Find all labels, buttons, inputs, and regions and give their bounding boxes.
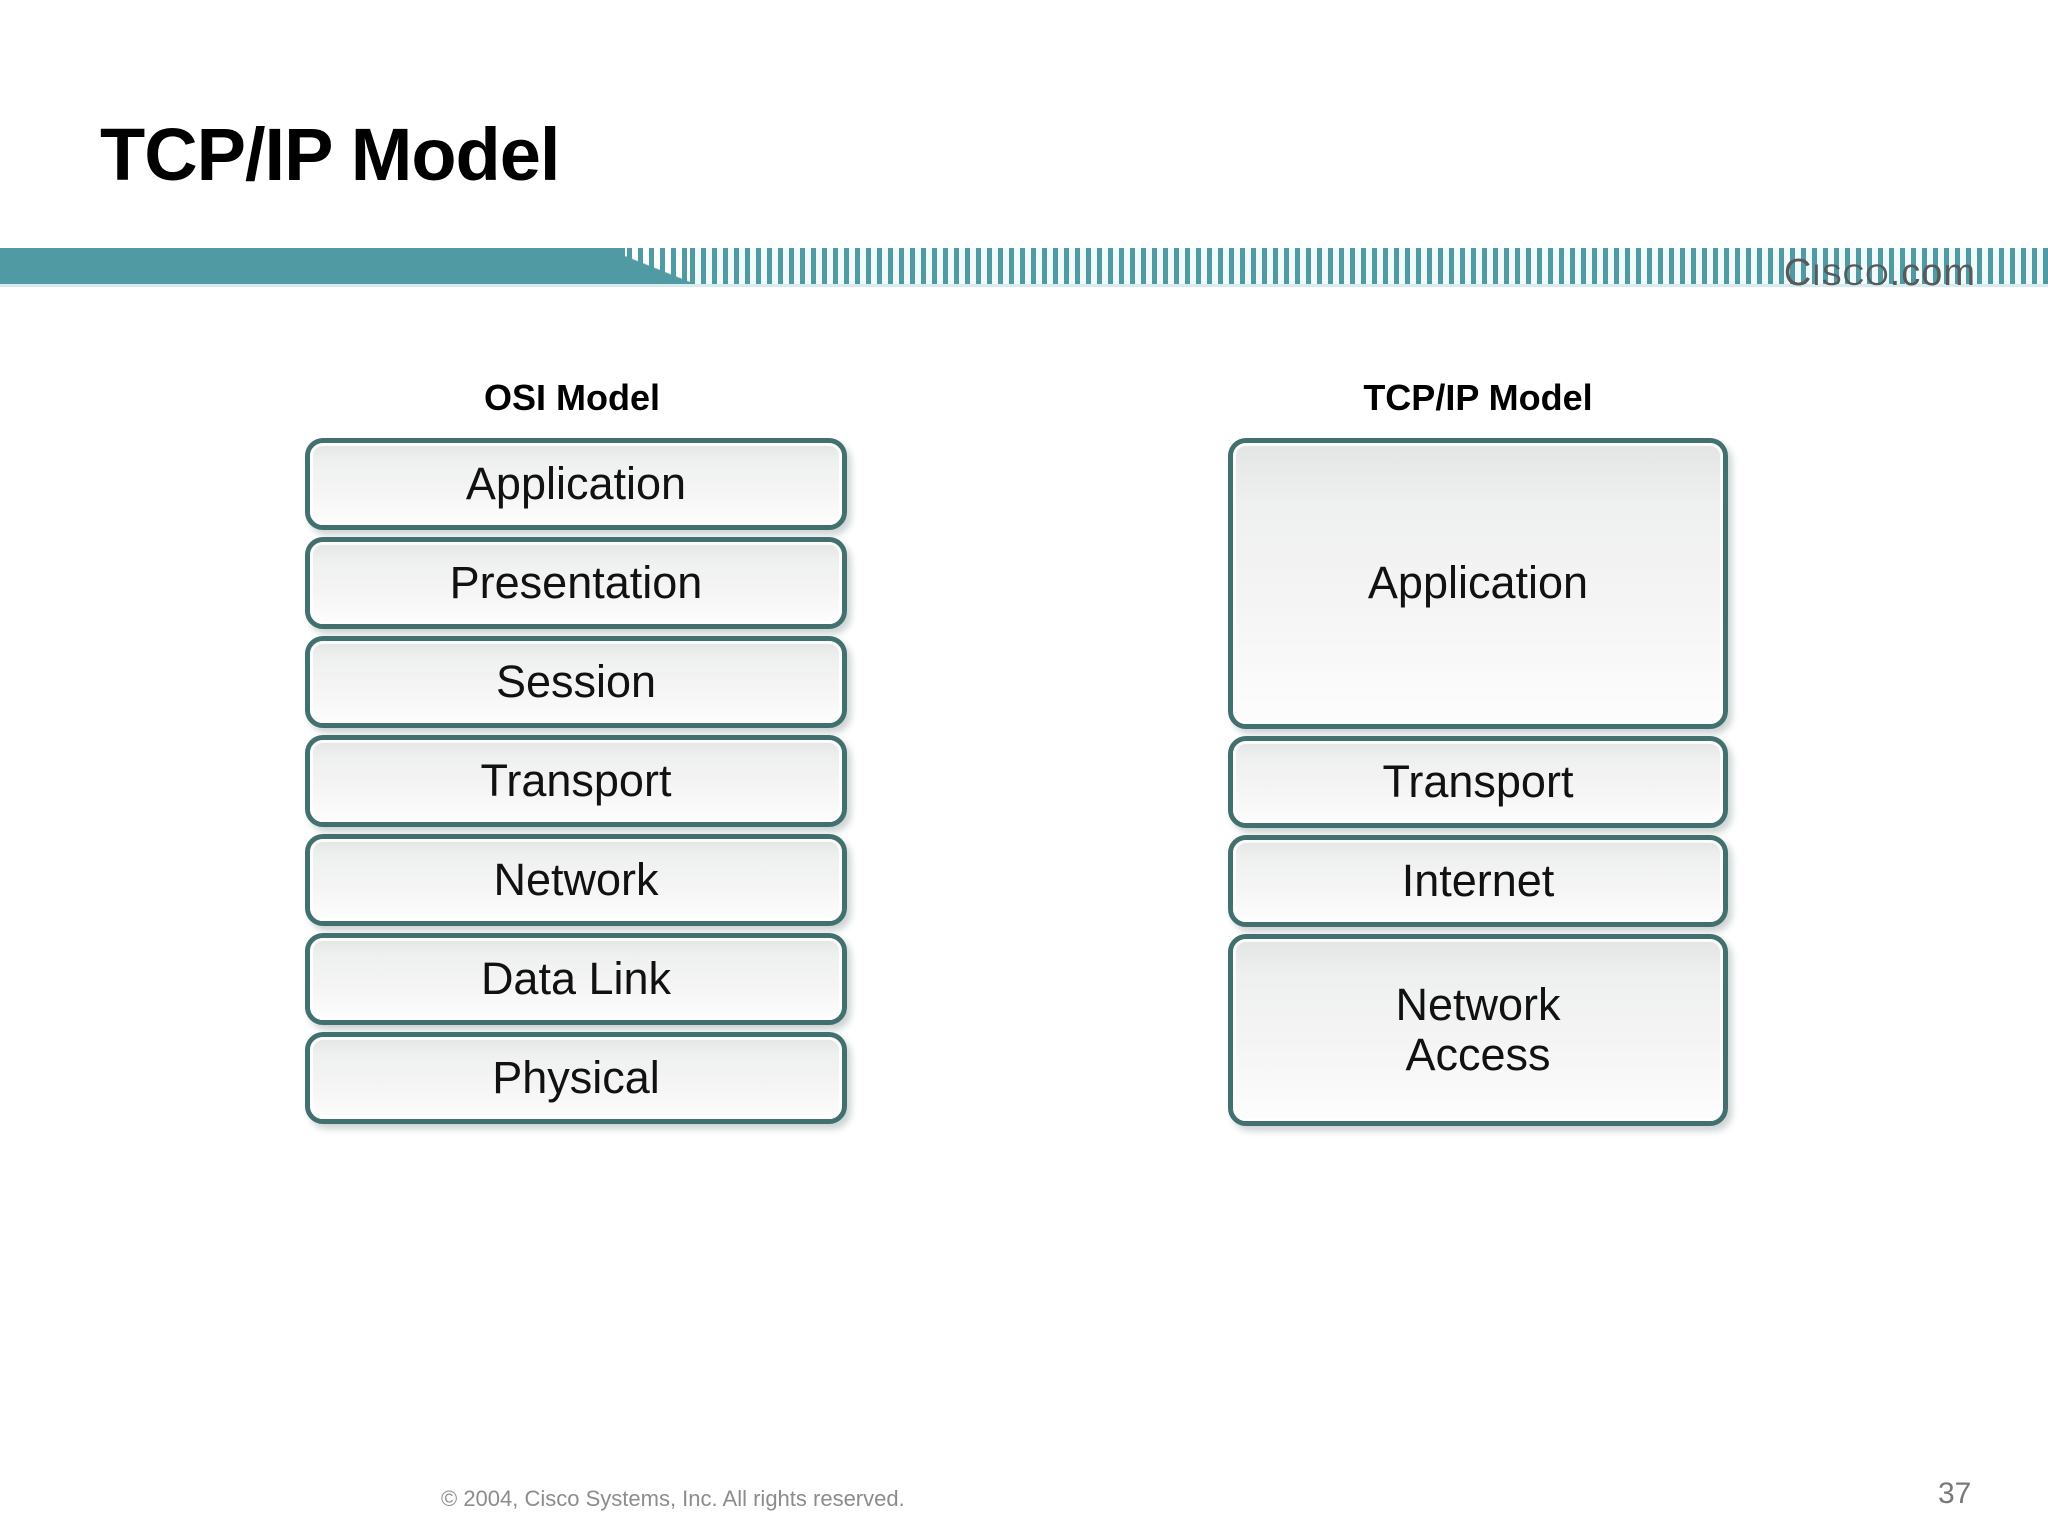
osi-layer-presentation[interactable]: Presentation (305, 537, 847, 629)
tcpip-layer-label-line2: Access (1405, 1029, 1551, 1080)
osi-layer-label: Application (465, 457, 687, 509)
osi-layer-session[interactable]: Session (305, 636, 847, 728)
osi-layer-label: Data Link (480, 952, 672, 1004)
cisco-logo: CISCO.com (1784, 254, 1976, 292)
banner-solid-block (0, 248, 625, 284)
tcpip-layer-internet[interactable]: Internet (1228, 835, 1728, 927)
banner-ramp (605, 248, 695, 284)
header-banner (0, 248, 2048, 284)
tcpip-layer-label: Transport (1382, 755, 1574, 807)
tcpip-layer-label: Internet (1401, 854, 1555, 906)
osi-layer-transport[interactable]: Transport (305, 735, 847, 827)
tcpip-layer-transport[interactable]: Transport (1228, 736, 1728, 828)
osi-layer-stack: Application Presentation Session Transpo… (305, 438, 847, 1124)
osi-layer-label: Transport (480, 754, 672, 806)
banner-stripe-pattern (690, 248, 2048, 284)
tcpip-column-header: TCP/IP Model (1363, 377, 1593, 418)
osi-column-header: OSI Model (483, 377, 660, 418)
page-number: 37 (1938, 1477, 1972, 1510)
footer-copyright: © 2004, Cisco Systems, Inc. All rights r… (441, 1486, 905, 1511)
page-title: TCP/IP Model (100, 113, 560, 196)
osi-layer-label: Network (493, 853, 659, 905)
osi-layer-network[interactable]: Network (305, 834, 847, 926)
banner-ramp-wedge (605, 248, 695, 284)
osi-layer-label: Physical (492, 1051, 660, 1103)
tcpip-layer-label-line1: Network (1395, 978, 1561, 1030)
osi-layer-label: Presentation (449, 556, 703, 608)
tcpip-model-column: TCP/IP Model Application Transport Inter… (1228, 380, 1728, 1126)
cisco-logo-lead: C (1783, 252, 1813, 294)
osi-layer-data-link[interactable]: Data Link (305, 933, 847, 1025)
tcpip-layer-label: Application (1367, 557, 1589, 609)
tcpip-layer-application[interactable]: Application (1228, 438, 1728, 729)
osi-model-column: OSI Model Application Presentation Sessi… (305, 380, 847, 1124)
banner-underline (0, 284, 2048, 287)
cisco-logo-tail: .com (1889, 252, 1976, 294)
osi-layer-physical[interactable]: Physical (305, 1032, 847, 1124)
osi-layer-application[interactable]: Application (305, 438, 847, 530)
osi-layer-label: Session (495, 655, 657, 707)
cisco-logo-smallcaps: ISCO (1812, 259, 1890, 292)
